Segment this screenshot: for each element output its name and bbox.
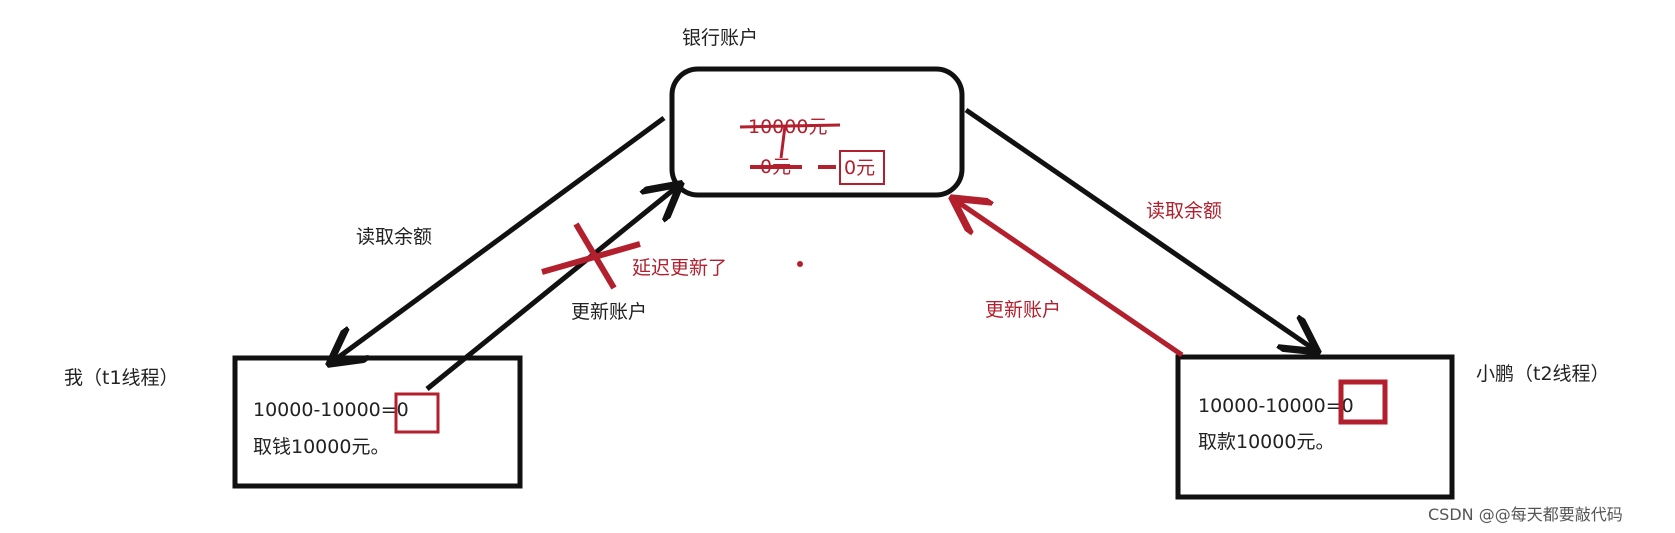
delayed-update-mark: 延迟更新了 [541, 222, 803, 290]
thread-t2-box [1175, 354, 1455, 500]
thread-t1-node: 我（t1线程） 10000-10000=0 取钱10000元。 [64, 355, 523, 489]
thread-t2-action: 取款10000元。 [1198, 431, 1334, 453]
read-balance-right-arrow [964, 107, 1315, 350]
read-balance-left-arrow [332, 115, 666, 362]
thread-t1-title: 我（t1线程） [64, 367, 179, 389]
update-account-left-arrow [425, 186, 678, 391]
thread-t1-action: 取钱10000元。 [253, 436, 389, 458]
update-account-left-label: 更新账户 [571, 301, 647, 323]
cross-mark-stroke-2 [573, 222, 617, 290]
new-balance-highlight-box [839, 150, 885, 185]
read-balance-right-label: 读取余额 [1146, 200, 1222, 222]
cross-mark-stroke-1 [541, 241, 641, 275]
thread-t1-equation: 10000-10000=0 [253, 399, 409, 421]
edge-update-account-left: 更新账户 [425, 186, 678, 391]
old-balance-tick-mark [779, 125, 787, 159]
csdn-watermark: CSDN @@每天都要敲代码 [1428, 505, 1623, 524]
bank-account-title: 银行账户 [682, 27, 758, 49]
edge-read-balance-right: 读取余额 [964, 107, 1315, 350]
edge-read-balance-left: 读取余额 [332, 115, 666, 362]
bank-account-box [669, 66, 965, 198]
old-balance-strikethrough [739, 123, 841, 129]
thread-t1-result-highlight [394, 392, 440, 434]
thread-t2-title: 小鹏（t2线程） [1476, 363, 1610, 385]
thread-t2-node: 小鹏（t2线程） 10000-10000=0 取款10000元。 [1175, 354, 1610, 500]
edge-update-account-right: 更新账户 [955, 200, 1184, 358]
update-account-right-label: 更新账户 [985, 299, 1061, 321]
thread-t1-box [232, 355, 523, 489]
thread-t2-equation: 10000-10000=0 [1198, 395, 1354, 417]
delayed-update-label: 延迟更新了 [632, 257, 727, 279]
annotation-dot [797, 261, 803, 267]
update-account-right-arrow [955, 200, 1184, 358]
thread-t2-result-highlight [1338, 379, 1388, 425]
bank-new-balance: 0元 [844, 157, 875, 179]
read-balance-left-label: 读取余额 [356, 226, 432, 248]
bank-account-node: 银行账户 10000元 0元 0元 [669, 27, 965, 198]
